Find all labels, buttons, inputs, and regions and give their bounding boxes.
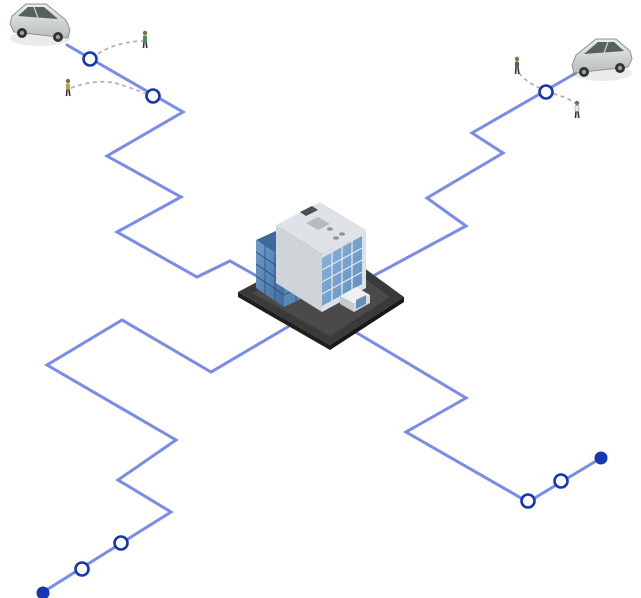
route-stop-icon <box>82 51 98 67</box>
pedestrian-icon <box>142 30 148 49</box>
route-endpoint-icon <box>36 586 50 598</box>
walk-path <box>70 80 153 97</box>
route-stops <box>36 51 608 598</box>
route-stop-icon <box>113 535 129 551</box>
route-lines <box>38 43 603 596</box>
route-stop-icon <box>520 493 536 509</box>
route-northwest <box>65 43 264 281</box>
route-stop-icon <box>553 473 569 489</box>
route-endpoint-icon <box>594 451 608 465</box>
minivan-icon <box>571 38 633 81</box>
walk-path <box>518 72 547 91</box>
pedestrian-icon <box>514 56 520 75</box>
office-building-icon <box>238 202 404 350</box>
minivan-icon <box>9 3 71 46</box>
route-northeast <box>360 71 578 284</box>
route-southeast <box>350 328 603 504</box>
route-stop-icon <box>538 84 554 100</box>
route-southwest <box>38 318 298 596</box>
route-stop-icon <box>74 561 90 577</box>
walk-path <box>91 40 144 59</box>
pedestrian-icon <box>65 78 71 97</box>
route-stop-icon <box>145 88 161 104</box>
pedestrian-icon <box>574 100 580 119</box>
